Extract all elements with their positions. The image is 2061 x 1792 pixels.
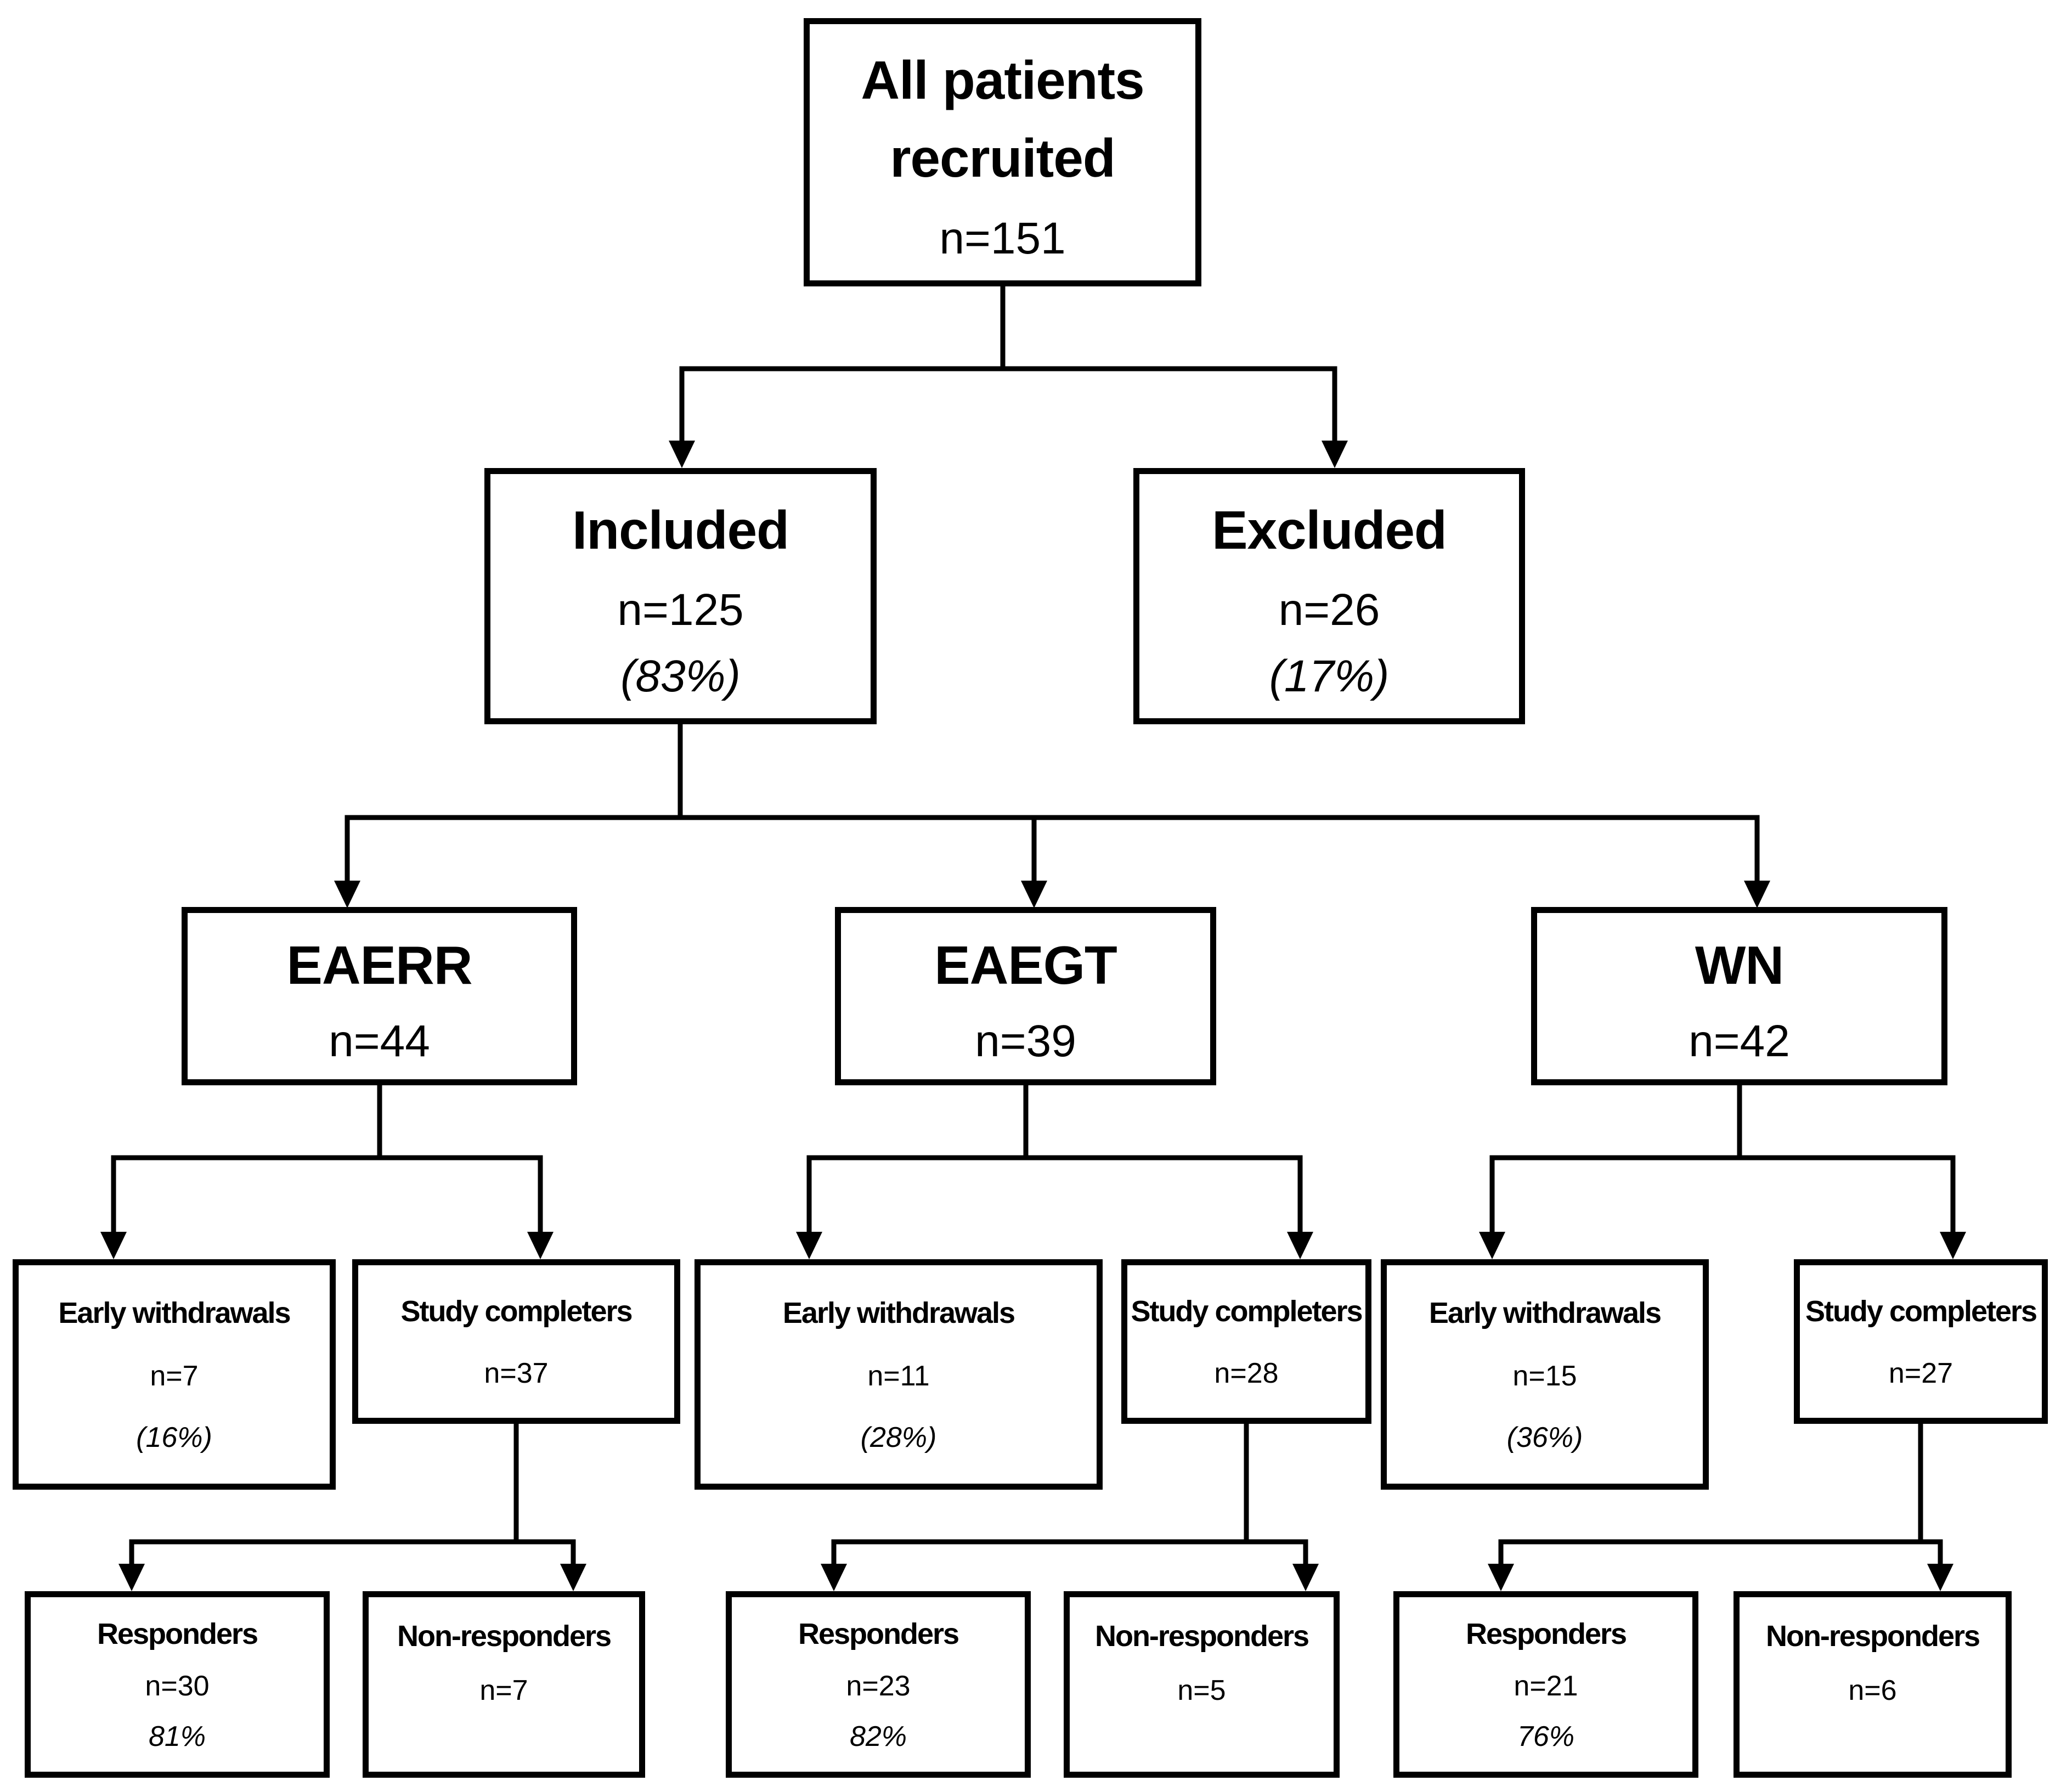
box-eaegt: EAEGT n=39: [835, 907, 1216, 1085]
arrowhead-wn-non-responders: [1927, 1564, 1953, 1591]
box-pct: 76%: [1517, 1721, 1575, 1753]
box-eaerr-non-responders: Non-responders n=7: [363, 1591, 645, 1778]
arrowhead-eaegt-non-responders: [1292, 1564, 1319, 1591]
box-label: EAERR: [286, 934, 472, 995]
arrowhead-wn-early-withdrawals: [1479, 1232, 1505, 1259]
box-n: n=7: [150, 1360, 199, 1393]
connector-eaegt-completers-split: [831, 1424, 1308, 1565]
box-pct: (17%): [1269, 651, 1390, 702]
box-label: EAEGT: [934, 934, 1117, 995]
box-label: Early withdrawals: [58, 1296, 291, 1329]
box-n: n=44: [329, 1016, 430, 1067]
box-pct: (28%): [860, 1422, 937, 1454]
arrowhead-eaerr-responders: [118, 1564, 145, 1591]
box-eaerr-early-withdrawals: Early withdrawals n=7 (16%): [13, 1259, 336, 1490]
arrowhead-wn-study-completers: [1940, 1232, 1966, 1259]
arrowhead-eaegt-responders: [821, 1564, 847, 1591]
connector-eaegt-split: [806, 1085, 1303, 1236]
box-all-patients-recruited: All patients recruited n=151: [804, 18, 1201, 286]
box-wn-non-responders: Non-responders n=6: [1734, 1591, 2012, 1778]
box-pct: (36%): [1506, 1422, 1583, 1454]
connector-wn-completers-split: [1498, 1424, 1943, 1565]
box-pct: (16%): [136, 1422, 212, 1454]
arrowhead-eaerr-early-withdrawals: [100, 1232, 127, 1259]
arrowhead-included: [669, 441, 695, 468]
box-n: n=7: [479, 1675, 528, 1707]
arrowhead-eaerr: [334, 881, 360, 908]
arrowhead-eaerr-non-responders: [560, 1564, 586, 1591]
box-label: Study completers: [400, 1295, 633, 1328]
box-n: n=21: [1514, 1670, 1578, 1703]
box-label: WN: [1695, 934, 1784, 995]
arrowhead-eaegt-early-withdrawals: [796, 1232, 822, 1259]
box-label: Responders: [1465, 1617, 1627, 1650]
box-pct: (83%): [620, 651, 741, 702]
box-n: n=151: [939, 213, 1066, 263]
arrowhead-eaegt: [1021, 881, 1047, 908]
box-n: n=11: [867, 1360, 930, 1393]
box-eaegt-non-responders: Non-responders n=5: [1064, 1591, 1340, 1778]
box-eaegt-study-completers: Study completers n=28: [1121, 1259, 1371, 1424]
box-n: n=26: [1278, 585, 1380, 635]
box-wn-responders: Responders n=21 76%: [1393, 1591, 1698, 1778]
arrowhead-eaerr-study-completers: [527, 1232, 554, 1259]
box-label: Responders: [798, 1617, 959, 1650]
box-label: Responders: [97, 1617, 258, 1650]
box-n: n=42: [1689, 1016, 1790, 1067]
box-wn-early-withdrawals: Early withdrawals n=15 (36%): [1381, 1259, 1709, 1490]
box-label: Included: [572, 499, 789, 560]
box-label: Non-responders: [1765, 1619, 1980, 1653]
box-label: Early withdrawals: [1428, 1296, 1662, 1329]
connector-eaerr-completers-split: [129, 1424, 576, 1565]
box-n: n=15: [1512, 1360, 1577, 1393]
connector-included-split: [345, 724, 1760, 884]
box-wn-study-completers: Study completers n=27: [1794, 1259, 2048, 1424]
box-included: Included n=125 (83%): [484, 468, 877, 724]
box-label: All patients recruited: [861, 49, 1144, 188]
box-n: n=6: [1848, 1675, 1897, 1707]
box-label: Excluded: [1212, 499, 1447, 560]
connector-root-split: [679, 286, 1337, 444]
box-eaerr: EAERR n=44: [182, 907, 577, 1085]
box-n: n=30: [145, 1670, 210, 1703]
box-eaerr-responders: Responders n=30 81%: [25, 1591, 330, 1778]
box-label: Early withdrawals: [782, 1296, 1015, 1329]
box-n: n=125: [617, 585, 744, 635]
arrowhead-excluded: [1322, 441, 1348, 468]
box-eaegt-responders: Responders n=23 82%: [726, 1591, 1031, 1778]
box-eaegt-early-withdrawals: Early withdrawals n=11 (28%): [694, 1259, 1103, 1490]
box-n: n=27: [1888, 1357, 1953, 1389]
box-label: Non-responders: [1094, 1619, 1309, 1653]
connector-wn-split: [1489, 1085, 1956, 1236]
arrowheads: [100, 441, 1966, 1591]
box-excluded: Excluded n=26 (17%): [1133, 468, 1525, 724]
box-n: n=28: [1214, 1357, 1279, 1389]
box-label: Study completers: [1805, 1295, 2037, 1328]
box-n: n=5: [1177, 1675, 1226, 1707]
connector-eaerr-split: [111, 1085, 543, 1236]
arrowhead-eaegt-study-completers: [1287, 1232, 1313, 1259]
box-pct: 82%: [849, 1721, 907, 1753]
box-label: Study completers: [1131, 1295, 1363, 1328]
box-label: Non-responders: [397, 1619, 612, 1653]
arrowhead-wn-responders: [1488, 1564, 1514, 1591]
box-pct: 81%: [148, 1721, 206, 1753]
box-n: n=37: [484, 1357, 549, 1389]
box-n: n=39: [975, 1016, 1076, 1067]
arrowhead-wn: [1744, 881, 1770, 908]
box-n: n=23: [846, 1670, 911, 1703]
box-eaerr-study-completers: Study completers n=37: [352, 1259, 680, 1424]
box-wn: WN n=42: [1531, 907, 1947, 1085]
